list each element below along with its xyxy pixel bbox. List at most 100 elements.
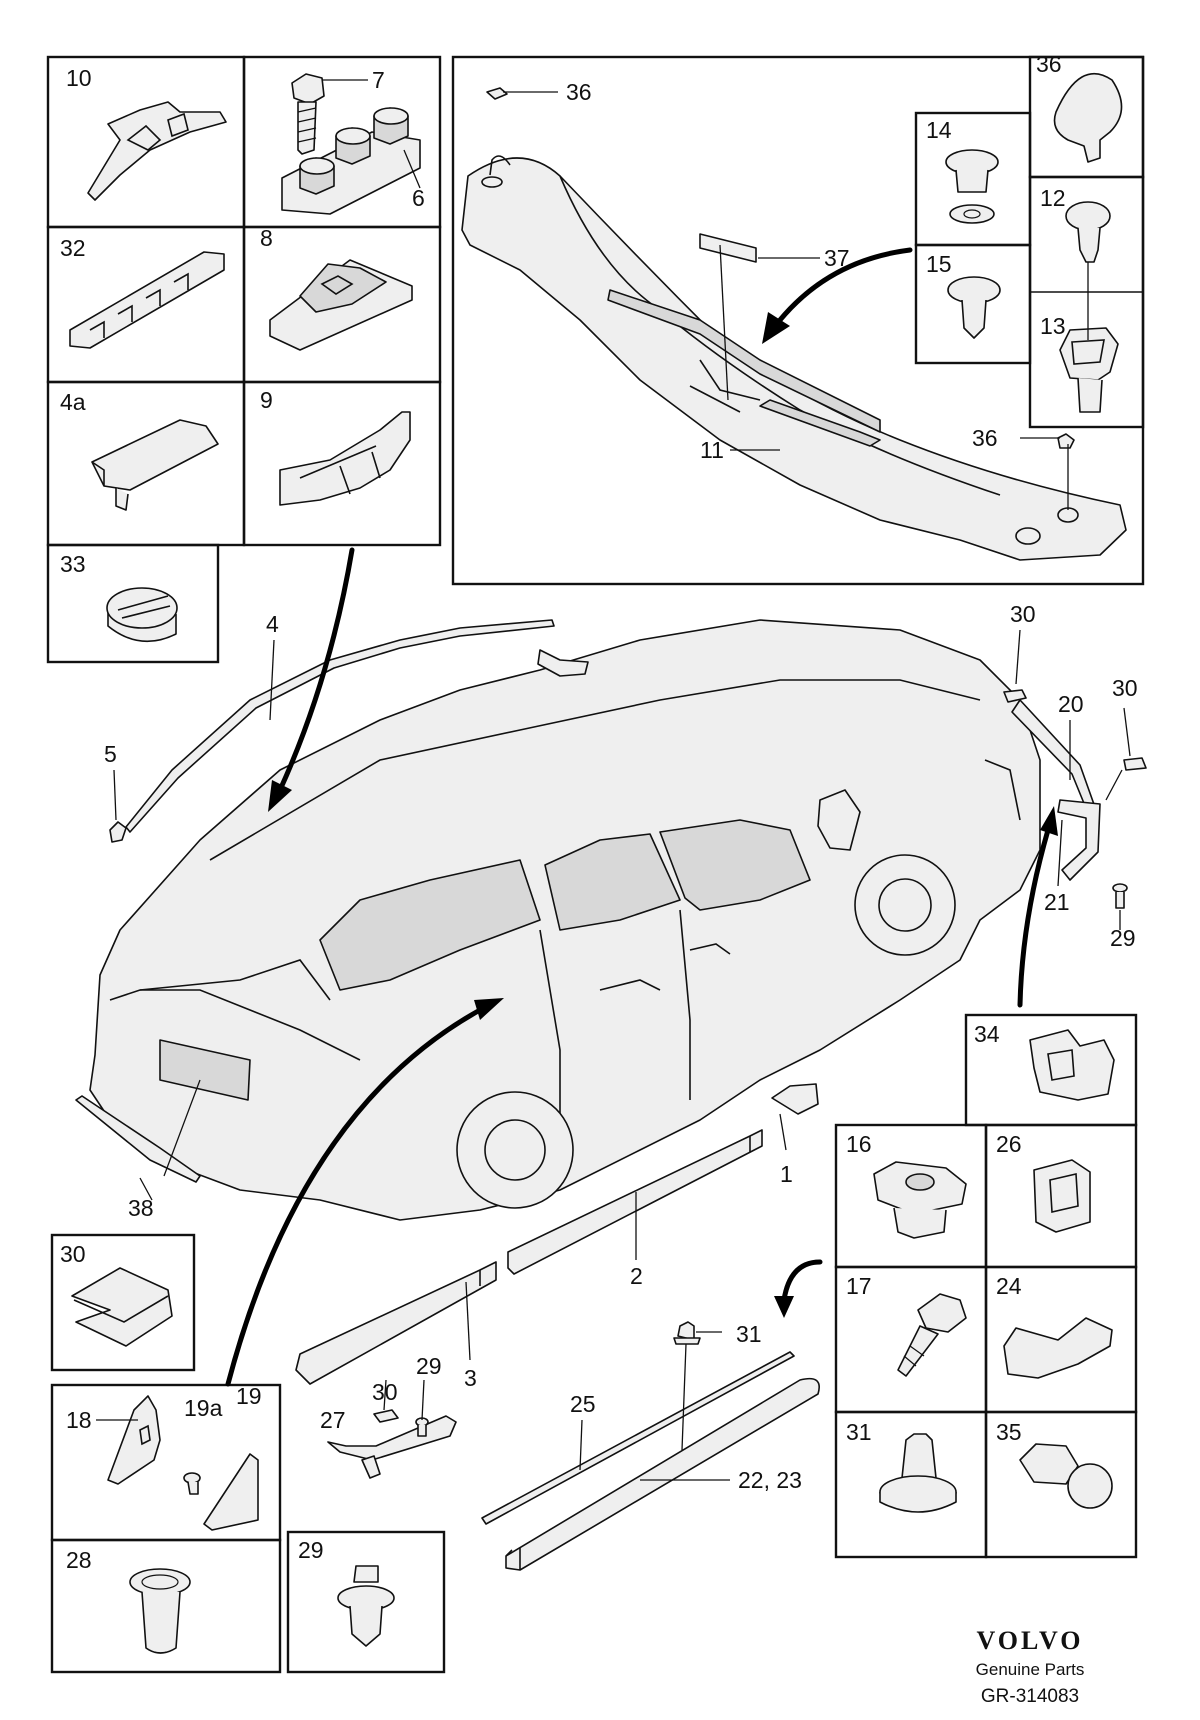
callout-6: 6: [412, 185, 425, 211]
part-10-bracket: [87, 101, 227, 201]
part-15-clip: [947, 276, 1001, 339]
callout-2: 2: [630, 1263, 643, 1289]
callout-12: 12: [1040, 185, 1066, 211]
callout-36-cowl: 36: [972, 425, 998, 451]
part-19a-screw: [183, 1472, 201, 1495]
part-28-grommet: [129, 1568, 191, 1654]
callout-4a: 4a: [60, 389, 86, 415]
part-7-bolt: [291, 73, 325, 155]
callout-13: 13: [1040, 313, 1066, 339]
right-parts-panel: [834, 1013, 1138, 1559]
callout-17: 17: [846, 1273, 872, 1299]
callout-16: 16: [846, 1131, 872, 1157]
part-13-clip: [1059, 327, 1119, 413]
part-32-emblem: [69, 251, 225, 349]
part-29-rivet-lower: [415, 1417, 429, 1437]
part-14-clip: [945, 149, 999, 224]
part-37-pad: [699, 233, 757, 263]
callout-31-strip: 31: [736, 1321, 762, 1347]
callout-34: 34: [974, 1021, 1000, 1047]
part-4a-cap: [91, 419, 219, 511]
callout-33: 33: [60, 551, 86, 577]
callout-26: 26: [996, 1131, 1022, 1157]
callout-36-top: 36: [566, 79, 592, 105]
left-lower-panel: [50, 1233, 446, 1674]
callout-36-box: 36: [1036, 51, 1062, 77]
part-1-moulding-end: [771, 1083, 819, 1115]
part-30-clip: [71, 1267, 173, 1347]
callout-22-23: 22, 23: [738, 1467, 802, 1493]
part-25-sill-strip: [481, 1351, 795, 1525]
callout-30-top: 30: [1010, 601, 1036, 627]
callout-29-strip: 29: [416, 1353, 442, 1379]
callout-29-right: 29: [1110, 925, 1136, 951]
callout-24: 24: [996, 1273, 1022, 1299]
part-22-23-sill-moulding: [505, 1377, 820, 1571]
callout-10: 10: [66, 65, 92, 91]
part-3-door-moulding: [295, 1261, 497, 1385]
part-27-moulding: [327, 1415, 457, 1479]
callout-8: 8: [260, 225, 273, 251]
part-26-clip: [1033, 1159, 1091, 1233]
diagram-code: GR-314083: [980, 1686, 1080, 1707]
callout-25: 25: [570, 1391, 596, 1417]
callout-31-box: 31: [846, 1419, 872, 1445]
callout-19a: 19a: [184, 1395, 223, 1421]
callout-38: 38: [128, 1195, 154, 1221]
part-8-clip: [269, 259, 413, 351]
part-29-rivet-upper: [1112, 883, 1128, 909]
part-19-triangle-trim: [203, 1453, 259, 1531]
leader-lines: [96, 79, 1131, 1481]
volvo-logo: VOLVO: [976, 1626, 1084, 1655]
callout-9: 9: [260, 387, 273, 413]
callout-32: 32: [60, 235, 86, 261]
callout-37: 37: [824, 245, 850, 271]
callout-29-box: 29: [298, 1537, 324, 1563]
callout-15: 15: [926, 251, 952, 277]
callout-11: 11: [700, 437, 724, 463]
callout-30-strip: 30: [372, 1379, 398, 1405]
cowl-panel: [451, 55, 1145, 586]
part-33-cap: [106, 587, 178, 643]
car-outline: [89, 619, 1041, 1221]
part-2-door-moulding: [507, 1129, 763, 1275]
part-24-holder: [1003, 1317, 1113, 1379]
part-30-clips-upper: [1003, 689, 1147, 771]
callout-19: 19: [236, 1383, 262, 1409]
part-16-clip: [873, 1161, 967, 1239]
callout-4: 4: [266, 611, 279, 637]
callout-7: 7: [372, 67, 385, 93]
callout-5: 5: [104, 741, 117, 767]
part-9-holder: [279, 411, 411, 506]
part-30-clip-lower: [373, 1409, 399, 1423]
part-31-clip: [879, 1433, 957, 1513]
callout-30-box: 30: [60, 1241, 86, 1267]
part-36-caps: [486, 72, 1123, 449]
callout-1: 1: [780, 1161, 793, 1187]
callout-30-right: 30: [1112, 675, 1138, 701]
part-6-clip: [281, 107, 421, 215]
callout-27: 27: [320, 1407, 346, 1433]
callout-14: 14: [926, 117, 952, 143]
part-35-clip: [1019, 1443, 1113, 1509]
callout-21: 21: [1044, 889, 1070, 915]
part-17-screw: [897, 1293, 967, 1377]
callout-labels: 10 7 6 32 8 4a 9 33 36 36 36 14 12 37 15…: [60, 51, 1138, 1573]
part-34-holder: [1029, 1029, 1115, 1101]
callout-18: 18: [66, 1407, 92, 1433]
left-parts-panel: [46, 55, 442, 664]
callout-35: 35: [996, 1419, 1022, 1445]
part-31-clip-lower: [673, 1321, 701, 1345]
pointer-arrows: [225, 247, 1058, 1387]
part-5-end-cap: [109, 821, 127, 843]
part-4-roof-moulding: [125, 619, 555, 833]
callout-28: 28: [66, 1547, 92, 1573]
part-11-cowl-cover: [461, 155, 1127, 561]
callout-20: 20: [1058, 691, 1084, 717]
part-12-clip: [1065, 201, 1111, 263]
callout-3: 3: [464, 1365, 477, 1391]
genuine-parts-label: Genuine Parts: [975, 1660, 1085, 1679]
part-38-rear-strip: [75, 1095, 201, 1183]
part-29-rivet: [337, 1565, 395, 1647]
